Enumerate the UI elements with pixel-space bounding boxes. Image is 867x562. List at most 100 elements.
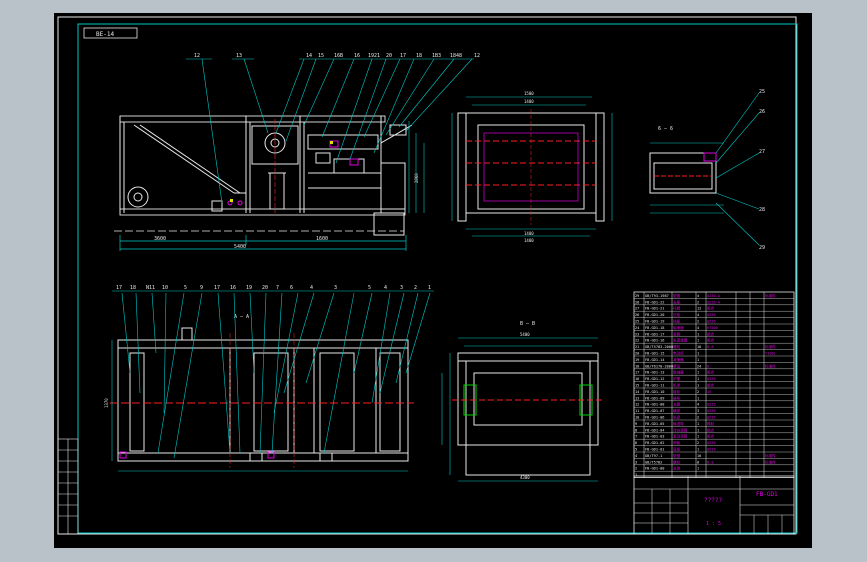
bom-cell: 1: [697, 422, 699, 426]
bom-cell: FB-GD1-00: [645, 467, 664, 471]
bom-cell: 24: [635, 326, 639, 330]
bom-cell: 4: [697, 403, 699, 407]
bom-cell: 标准件: [765, 453, 776, 458]
bom-cell: 24: [697, 364, 701, 368]
bom-cell: 2: [697, 300, 699, 304]
bom-cell: 1: [697, 358, 699, 362]
bom-cell: 28: [635, 300, 639, 304]
bom-cell: FB-GD1-21: [645, 307, 664, 311]
svg-text:25: 25: [759, 89, 765, 95]
bom-cell: 支腿: [673, 402, 681, 407]
cad-drawing: BE-14: [57, 16, 798, 535]
svg-text:A — A: A — A: [234, 314, 249, 320]
bom-cell: 2: [697, 441, 699, 445]
svg-text:16B: 16B: [334, 53, 343, 59]
revision-strip: [57, 438, 79, 535]
bom-cell: 标准件: [765, 363, 776, 368]
svg-text:9: 9: [200, 285, 203, 291]
bom-cell: 1: [697, 396, 699, 400]
bom-cell: 26: [635, 313, 639, 317]
svg-text:17: 17: [214, 285, 220, 291]
bom-cell: 链轮: [673, 389, 681, 394]
bom-cell: 8: [697, 460, 699, 464]
bom-cell: FB-GD1-02: [645, 441, 664, 445]
bom-cell: Q235: [707, 448, 716, 452]
bom-cell: FB-GD1-17: [645, 332, 664, 336]
bom-cell: 7: [635, 435, 637, 439]
svg-text:5400: 5400: [520, 332, 530, 337]
bom-cell: 侧板: [673, 440, 681, 445]
svg-text:1400: 1400: [524, 231, 534, 236]
bom-cell: 1: [697, 428, 699, 432]
corner-tag-box: [83, 27, 138, 39]
bom-cell: 22: [635, 339, 639, 343]
bom-cell: 18: [635, 364, 639, 368]
svg-text:4: 4: [310, 285, 313, 291]
title-block-number: FB-GD1: [756, 491, 778, 498]
svg-text:B — B: B — B: [520, 321, 535, 327]
bom-cell: GB/T97.1: [645, 454, 662, 458]
bom-cell: 15: [635, 384, 639, 388]
svg-text:16: 16: [354, 53, 360, 59]
bom-cell: 3: [697, 409, 699, 413]
bom-cell: 2: [697, 416, 699, 420]
bom-cell: 电动机: [673, 351, 684, 356]
bom-cell: 4: [697, 313, 699, 317]
bom-cell: 20: [635, 352, 639, 356]
bom-cell: 6: [635, 441, 637, 445]
svg-text:3600: 3600: [154, 236, 166, 242]
bom-cell: 13: [635, 396, 639, 400]
front-elevation-view: 3600 5400 1600 2860: [114, 115, 425, 251]
bottom-callout-leaders: [121, 292, 431, 459]
svg-text:5: 5: [184, 285, 187, 291]
bom-cell: 4: [635, 454, 637, 458]
bom-cell: 2: [697, 320, 699, 324]
bom-cell: 17: [635, 371, 639, 375]
bom-cell: 组合: [707, 331, 715, 336]
svg-text:15: 15: [318, 53, 324, 59]
bom-cell: 4: [697, 326, 699, 330]
bom-cell: GB/T6170-2000: [645, 364, 673, 368]
bom-cell: 1: [697, 352, 699, 356]
bom-cell: 联轴器: [673, 370, 684, 375]
bom-cell: 16: [697, 345, 701, 349]
bom-cell: 螺栓: [673, 344, 681, 349]
bom-cell: Q235: [707, 320, 716, 324]
svg-text:18: 18: [130, 285, 136, 291]
bom-cell: Q235-A: [707, 300, 721, 304]
bom-cell: GB/T5782: [645, 460, 662, 464]
svg-text:27: 27: [759, 149, 765, 155]
svg-text:17: 17: [116, 285, 122, 291]
svg-text:29: 29: [759, 245, 765, 251]
svg-text:1500: 1500: [524, 91, 534, 96]
bom-cell: FB-GD1-19: [645, 320, 664, 324]
bom-cell: 4: [697, 294, 699, 298]
svg-text:28: 28: [759, 207, 765, 213]
drawing-sheet: BE-14: [54, 13, 812, 548]
bom-cell: 护罩: [673, 376, 681, 381]
bom-cell: 底板: [673, 447, 681, 452]
bom-cell: FB-GD1-07: [645, 409, 664, 413]
svg-text:7: 7: [276, 285, 279, 291]
bom-cell: 8.8: [707, 460, 714, 464]
svg-text:N11: N11: [146, 285, 155, 291]
bottom-callouts: 17 18 N11 10 5 9 17 16 19 20 7 6 4 3 5 4…: [116, 285, 431, 291]
bom-cell: 输送带: [673, 421, 684, 426]
bom-cell: GB/T5783-2000: [645, 345, 673, 349]
bom-cell: 12: [635, 403, 639, 407]
svg-text:4: 4: [384, 285, 387, 291]
svg-text:2: 2: [414, 285, 417, 291]
bom-cell: 横梁: [673, 408, 681, 413]
bom-cell: 挡板: [673, 319, 681, 324]
bom-cell: 27: [635, 307, 639, 311]
bom-cell: 1: [697, 435, 699, 439]
svg-text:14: 14: [306, 53, 312, 59]
bom-cell: Q235-A: [707, 294, 721, 298]
outer-frame: [57, 16, 797, 535]
bom-cell: 8: [707, 364, 709, 368]
svg-text:26: 26: [759, 109, 765, 115]
bom-cell: 组合: [707, 370, 715, 375]
bom-cell: 螺母: [673, 363, 681, 368]
bom-cell: GB/T93-1987: [645, 294, 669, 298]
